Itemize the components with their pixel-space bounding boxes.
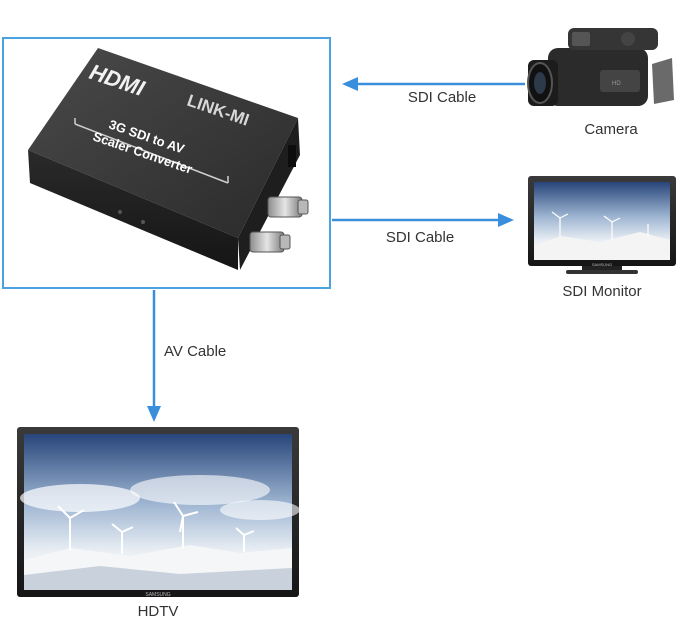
hdtv-device: SAMSUNG (17, 427, 300, 598)
arrow-camera-to-converter (342, 77, 525, 91)
arrow-converter-to-monitor (332, 213, 514, 227)
bnc-connector-top (267, 196, 309, 218)
hdtv-cable-label: AV Cable (164, 343, 226, 360)
monitor-brand: SAMSUNG (592, 262, 612, 267)
bnc-connector-bottom (249, 231, 291, 253)
hdtv-brand: SAMSUNG (145, 592, 170, 598)
hdtv-label: HDTV (138, 603, 179, 620)
arrow-converter-to-hdtv (147, 290, 161, 422)
camera-cable-label: SDI Cable (408, 89, 476, 106)
converter-device: HDMI LINK-MI 3G SDI to AV Scaler Convert… (28, 48, 309, 270)
sdi-monitor-label: SDI Monitor (562, 283, 641, 300)
svg-text:HD: HD (612, 81, 621, 87)
monitor-cable-label: SDI Cable (386, 229, 454, 246)
camera-label: Camera (584, 121, 638, 138)
converter-frame (2, 37, 331, 289)
camera-device: HD (527, 28, 674, 106)
sdi-monitor-device: SAMSUNG (528, 176, 676, 274)
